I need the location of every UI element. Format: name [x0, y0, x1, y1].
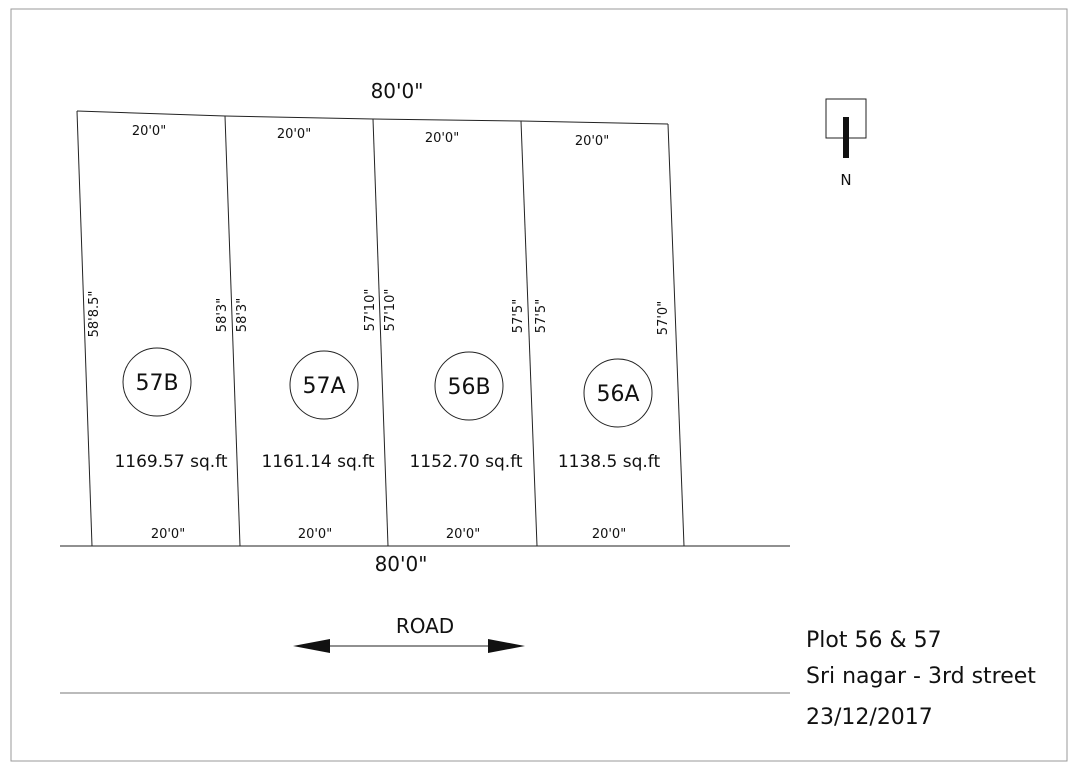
plot-56a-left-side: 57'5" [534, 299, 549, 333]
overall-bottom-dimension: 80'0" [375, 552, 428, 576]
plot-57b-top-width: 20'0" [132, 124, 166, 139]
plot-57b-right-side: 58'3" [215, 298, 230, 332]
plot-57a-left-side: 58'3" [235, 298, 250, 332]
plot-56a-top-width: 20'0" [575, 134, 609, 149]
plot-56b-marker [434, 351, 504, 421]
plan-date: 23/12/2017 [806, 705, 933, 730]
plot-56b-left-side: 57'10" [383, 289, 398, 332]
plot-57b-marker [122, 347, 192, 417]
plot-57a-id: 57A [302, 374, 345, 399]
plot-56b-right-side: 57'5" [511, 299, 526, 333]
plot-56a-east-boundary [667, 123, 685, 547]
north-label: N [840, 171, 851, 189]
plot-57a-top-width: 20'0" [277, 127, 311, 142]
boundary-57b-57a [224, 115, 241, 547]
road-label: ROAD [396, 614, 454, 638]
overall-top-dimension: 80'0" [371, 79, 424, 103]
location-label: Sri nagar - 3rd street [806, 664, 1036, 689]
plot-56a-marker [583, 358, 653, 428]
plot-57b-id: 57B [135, 371, 178, 396]
plot-57a-right-side: 57'10" [363, 289, 378, 332]
north-arrow-icon [825, 98, 867, 158]
plot-57a-bottom-width: 20'0" [298, 527, 332, 542]
plot-56a-id: 56A [596, 382, 639, 407]
plot-57a-area: 1161.14 sq.ft [261, 452, 374, 472]
plot-title: Plot 56 & 57 [806, 628, 942, 653]
plot-56b-id: 56B [447, 375, 490, 400]
plot-56b-top-width: 20'0" [425, 131, 459, 146]
plot-56a-right-side: 57'0" [656, 301, 671, 335]
plot-56a-bottom-width: 20'0" [592, 527, 626, 542]
plot-56b-bottom-width: 20'0" [446, 527, 480, 542]
boundary-56b-56a [520, 120, 538, 547]
page-border [10, 8, 1068, 762]
plot-57a-marker [289, 350, 359, 420]
plots-top-boundary [76, 110, 669, 125]
plot-57b-left-side: 58'8.5" [87, 291, 102, 338]
boundary-57a-56b [372, 118, 389, 547]
plot-57b-area: 1169.57 sq.ft [114, 452, 227, 472]
road-direction-arrow [293, 639, 525, 653]
plot-57b-west-boundary [76, 110, 93, 547]
plot-57b-bottom-width: 20'0" [151, 527, 185, 542]
plot-56b-area: 1152.70 sq.ft [409, 452, 522, 472]
plot-56a-area: 1138.5 sq.ft [558, 452, 661, 472]
